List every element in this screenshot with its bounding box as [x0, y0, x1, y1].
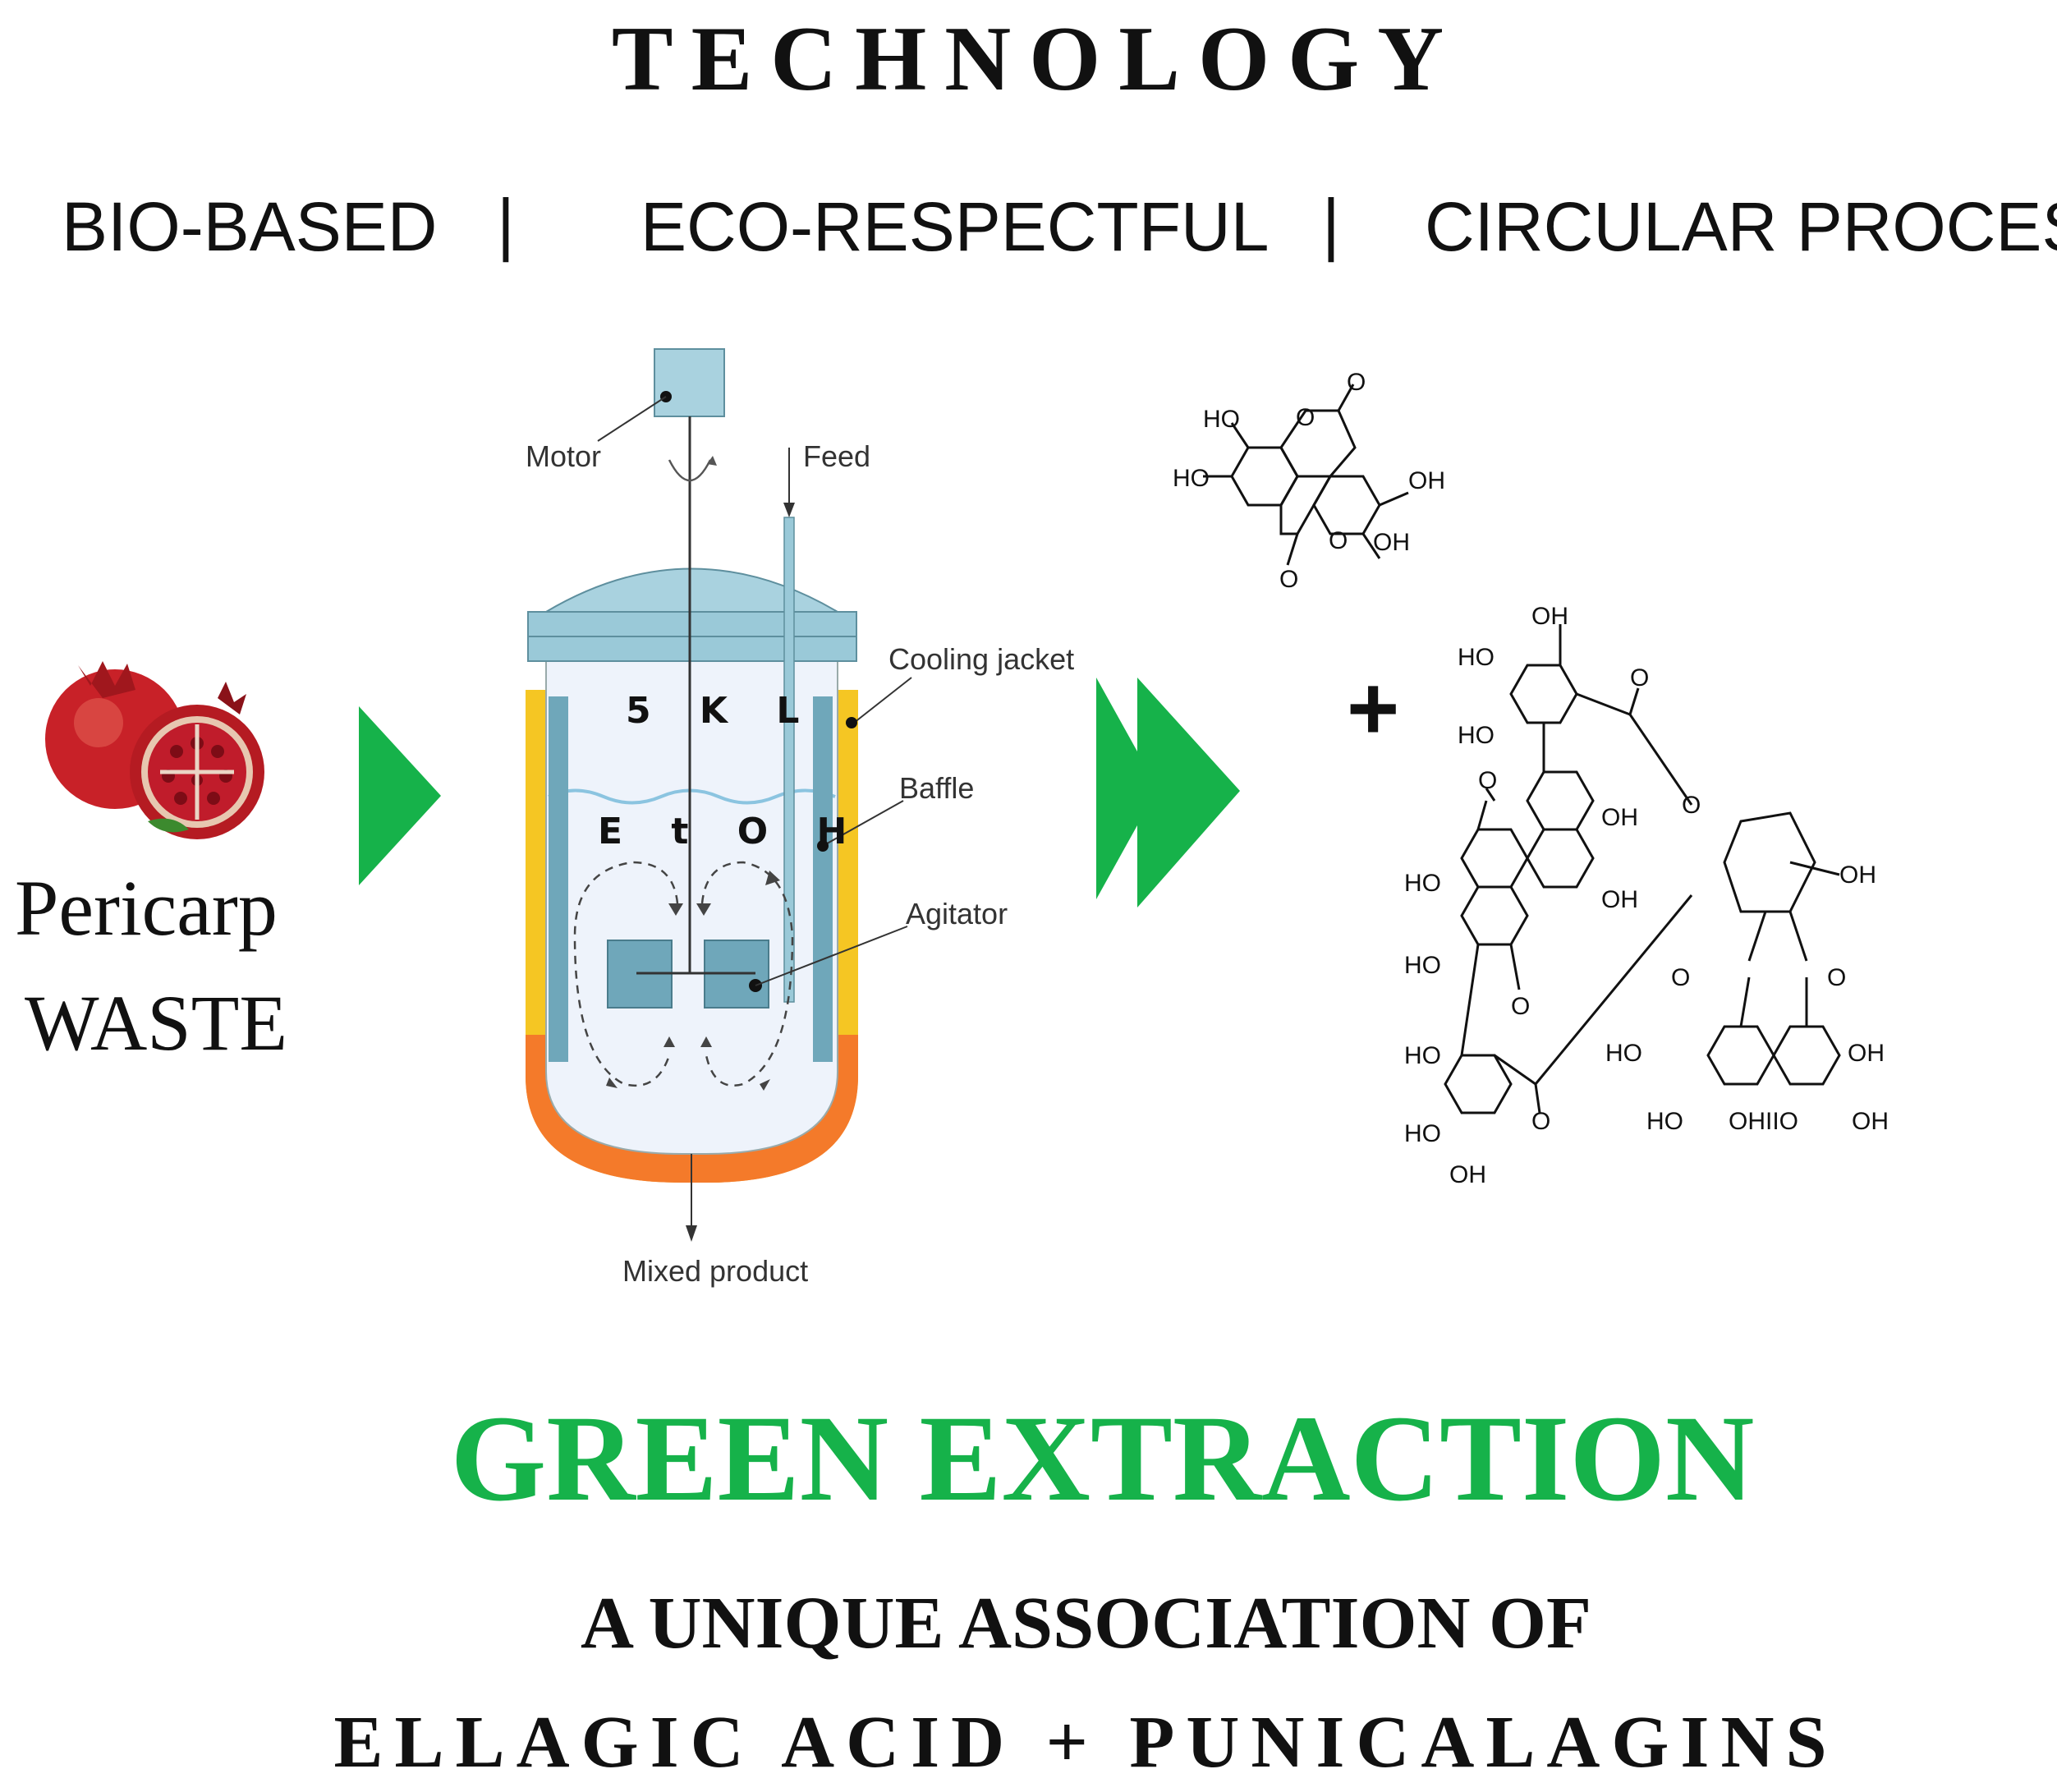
atom-o: O	[1531, 1108, 1550, 1135]
reactor-volume: 5 K L	[626, 690, 817, 732]
group-ho: HO	[1404, 1120, 1441, 1147]
label-cooling-jacket: Cooling jacket	[888, 642, 1074, 676]
atom-o: O	[1630, 664, 1649, 692]
group-ho: HO	[1646, 1108, 1683, 1135]
input-label-waste: WASTE	[25, 979, 287, 1067]
tag-bio-based: BIO-BASED	[62, 188, 438, 265]
baffle-left	[549, 696, 568, 1062]
motor-icon	[654, 348, 725, 417]
double-arrow-icon	[1096, 678, 1240, 907]
label-agitator: Agitator	[906, 897, 1008, 930]
group-oh: OH	[1373, 529, 1410, 556]
input-label-pericarp: Pericarp	[15, 864, 278, 952]
reactor-diagram: Motor Feed Cooling jacket Baffle Agitato…	[526, 348, 1074, 1288]
plus-sign: +	[1347, 658, 1399, 759]
group-oh: OH	[1852, 1108, 1889, 1135]
group-ho: HO	[1203, 406, 1240, 433]
group-ho: HO	[1605, 1040, 1642, 1067]
group-oh: OH	[1839, 862, 1876, 889]
punicalagin-structure-icon: OH HO HO O O O OH OH HO HO O HO HO OH O …	[1404, 603, 1889, 1188]
atom-o: O	[1347, 369, 1366, 396]
atom-o: O	[1296, 404, 1315, 431]
atom-o: O	[1511, 993, 1530, 1020]
group-oh: OH	[1408, 467, 1445, 494]
page-title: TECHNOLOGY	[611, 8, 1462, 110]
group-oh: OH	[1531, 603, 1568, 630]
process-arrow-icon	[359, 706, 441, 885]
subtitle-line-1: A UNIQUE ASSOCIATION OF	[580, 1583, 1592, 1664]
group-ho: HO	[1458, 722, 1495, 749]
tag-separator: |	[497, 185, 515, 262]
atom-o: O	[1329, 527, 1348, 554]
label-motor: Motor	[526, 439, 601, 473]
baffle-right	[813, 696, 833, 1062]
reactor-vessel	[545, 656, 838, 1155]
atom-o: O	[1279, 566, 1298, 593]
headline-green-extraction: GREEN EXTRACTION	[450, 1390, 1755, 1527]
group-oh: OH	[1601, 886, 1638, 913]
group-oh-hashed: OHIIO	[1729, 1108, 1798, 1135]
pomegranate-icon	[45, 661, 264, 839]
group-ho: HO	[1404, 870, 1441, 897]
label-mixed-product: Mixed product	[622, 1254, 808, 1288]
label-feed: Feed	[803, 439, 870, 473]
atom-o: O	[1671, 964, 1690, 991]
tag-separator: |	[1322, 185, 1340, 262]
group-ho: HO	[1173, 465, 1210, 492]
tag-circular-process: CIRCULAR PROCESS	[1425, 188, 2057, 265]
group-oh: OH	[1848, 1040, 1885, 1067]
reactor-solvent: E t O H	[598, 811, 865, 852]
atom-o: O	[1478, 767, 1497, 794]
subtitle-line-2: ELLAGIC ACID + PUNICALAGINS	[333, 1702, 1839, 1783]
tag-eco-respectful: ECO-RESPECTFUL	[641, 188, 1270, 265]
ellagic-acid-structure-icon: O O HO HO OH OH O O	[1173, 369, 1445, 593]
group-oh: OH	[1601, 804, 1638, 831]
group-oh: OH	[1449, 1161, 1486, 1188]
atom-o: O	[1827, 964, 1846, 991]
group-ho: HO	[1458, 644, 1495, 671]
group-ho: HO	[1404, 1042, 1441, 1069]
group-ho: HO	[1404, 952, 1441, 979]
label-baffle: Baffle	[899, 771, 974, 805]
atom-o: O	[1682, 792, 1701, 819]
